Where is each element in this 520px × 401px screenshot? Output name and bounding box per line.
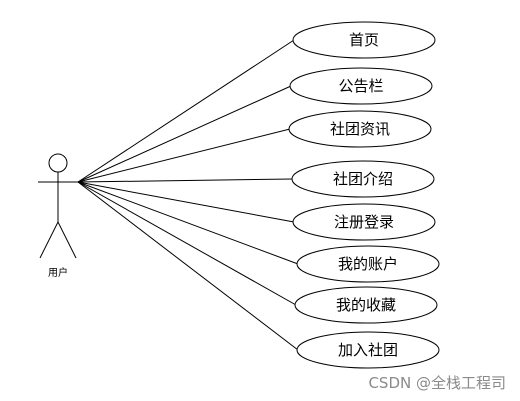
use-case-label-2: 社团资讯 — [330, 120, 390, 138]
association-line-1 — [77, 85, 292, 183]
use-case-label-7: 加入社团 — [338, 341, 398, 359]
actor-left-leg — [39, 221, 59, 259]
association-lines — [77, 39, 299, 351]
watermark-text: CSDN @全栈工程司 — [368, 374, 506, 392]
use-case-6: 我的收藏 — [294, 286, 438, 324]
association-line-6 — [77, 181, 297, 306]
actor-label: 用户 — [48, 266, 68, 279]
association-line-0 — [77, 39, 295, 183]
use-case-3: 社团介绍 — [291, 160, 435, 198]
association-line-7 — [77, 181, 299, 351]
actor-right-leg — [57, 221, 77, 259]
use-case-0: 首页 — [292, 21, 436, 59]
association-line-5 — [77, 181, 299, 265]
use-case-7: 加入社团 — [296, 331, 440, 369]
actor-user — [38, 153, 78, 259]
use-case-1: 公告栏 — [289, 67, 433, 105]
association-line-4 — [77, 181, 295, 223]
association-line-3 — [77, 178, 294, 183]
use-case-label-3: 社团介绍 — [333, 170, 393, 188]
use-case-5: 我的账户 — [296, 245, 440, 283]
use-case-label-6: 我的收藏 — [336, 296, 396, 314]
use-case-2: 社团资讯 — [288, 110, 432, 148]
use-case-label-4: 注册登录 — [334, 213, 394, 231]
use-case-label-5: 我的账户 — [338, 255, 398, 273]
use-case-label-1: 公告栏 — [338, 77, 383, 95]
actor-head — [48, 153, 68, 173]
use-case-4: 注册登录 — [292, 203, 436, 241]
use-case-label-0: 首页 — [349, 31, 379, 49]
association-line-2 — [77, 128, 291, 183]
